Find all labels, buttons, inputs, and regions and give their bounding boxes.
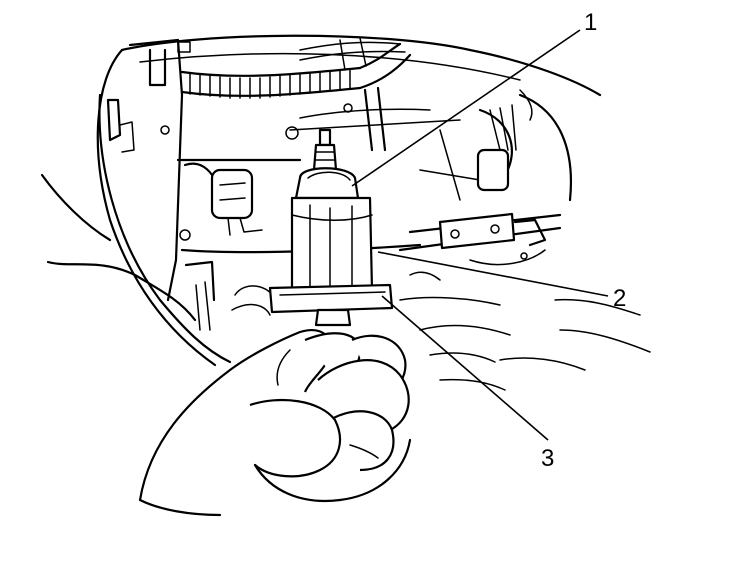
callout-label-3: 3 [541,445,554,472]
bracket-plate [438,212,547,260]
callout-label-2: 2 [613,285,626,312]
lower-panel-detail [231,271,651,391]
leader-line-1 [351,29,581,187]
callout-label-1: 1 [584,9,597,36]
door-panel-shell [40,34,602,367]
leader-line-3 [381,295,549,441]
leader-lines [351,29,609,441]
left-connector [183,162,263,236]
mounting-bracket [106,38,216,331]
right-connector [476,89,572,202]
wire-harness [180,37,412,152]
leader-line-2 [377,251,609,297]
actuator-component [268,128,394,327]
hand [138,329,412,517]
